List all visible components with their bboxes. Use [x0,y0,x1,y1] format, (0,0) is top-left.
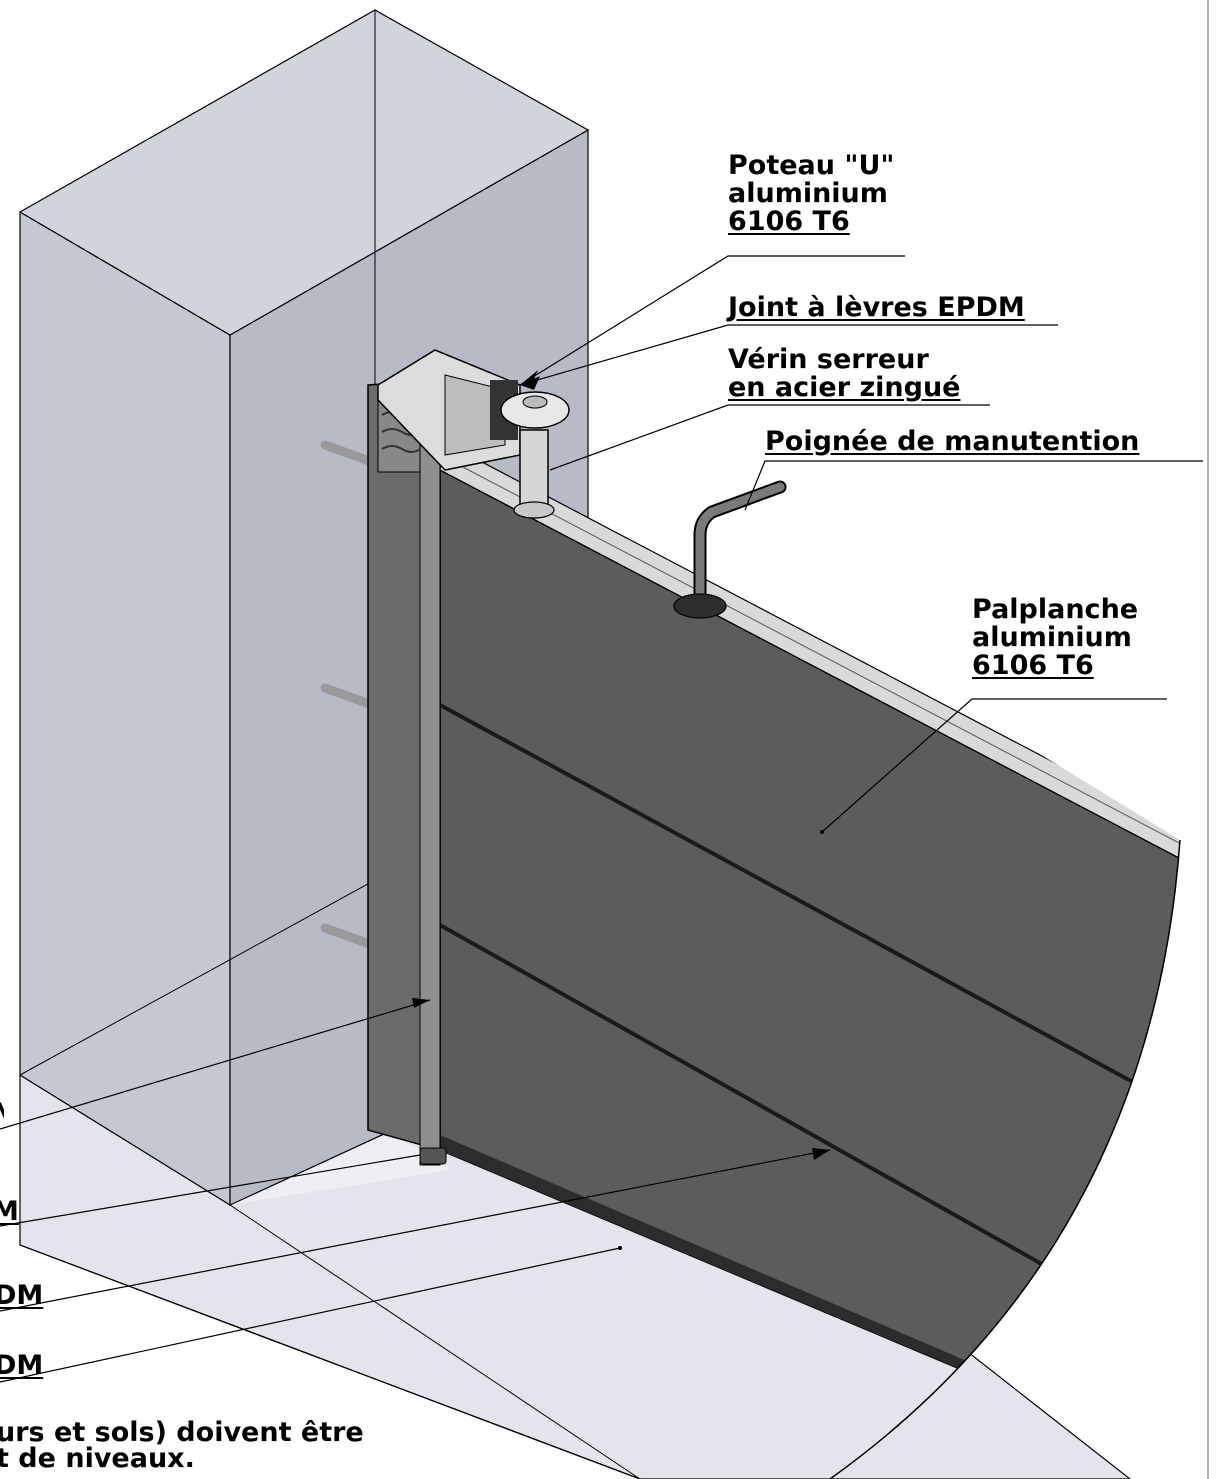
note-text: urs et sols) doivent être t de niveaux. [0,1417,364,1474]
label-palplanche: Palplanche aluminium 6106 T6 [972,594,1139,681]
wall-front-face [19,210,231,1207]
floor-inner [230,1120,450,1205]
label-cut-2: M [0,1196,19,1227]
cutaway-arc [829,839,1181,1479]
anchor-rod [320,683,377,710]
label-joint-levres: Joint à lèvres EPDM [728,292,1025,323]
floor-edge [19,1244,641,1479]
label-verin: Vérin serreur en acier zingué [728,344,961,403]
clamp-knob [500,391,570,429]
leader-arrows [412,370,830,1250]
wall-top-face [18,9,590,336]
handle-base [673,593,727,619]
wall-hidden-edge [229,1204,641,1479]
label-cut-1: M [0,1100,4,1128]
sheet-pile-panel [439,439,1180,1479]
sheet-border [1207,0,1209,1479]
wall-hidden-edge [19,879,376,1076]
label-poignee: Poignée de manutention [765,426,1140,457]
label-poteau: Poteau "U" aluminium 6106 T6 [728,150,895,237]
anchor-rod [320,440,377,467]
label-cut-4: DM [0,1350,44,1381]
u-post-flange [419,424,441,1166]
u-post-foot [419,1147,447,1165]
clamp-screw-body [519,429,549,511]
leader-lines [0,255,1203,1383]
anchor-rod [320,923,377,950]
label-cut-3: DM [0,1280,44,1311]
